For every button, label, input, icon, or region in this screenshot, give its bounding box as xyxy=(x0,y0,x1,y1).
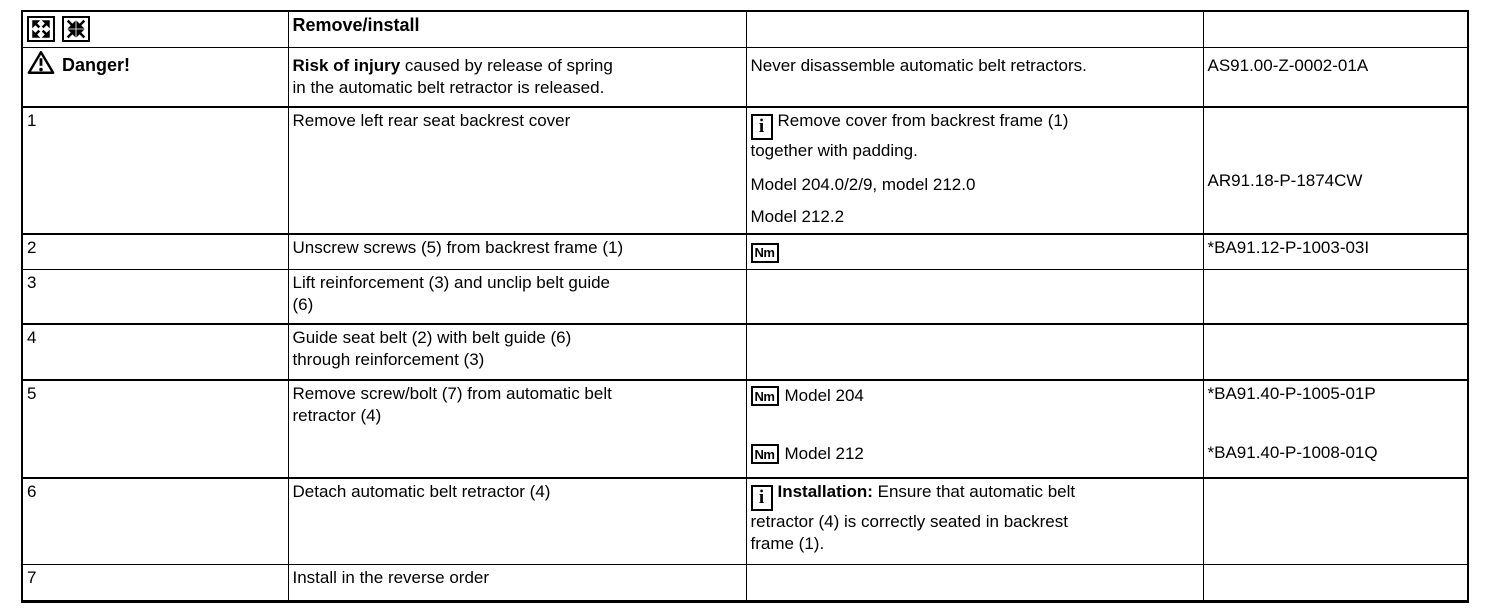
danger-warning-text: caused by release of spring in the autom… xyxy=(292,56,613,97)
header-icons-cell xyxy=(21,10,289,48)
step-ref-cell xyxy=(1202,323,1469,381)
step-number: 7 xyxy=(21,564,289,602)
danger-label-cell: Danger! xyxy=(21,47,289,108)
info-icon[interactable]: i xyxy=(750,113,773,140)
danger-note-cell: Never disassemble automatic belt retract… xyxy=(745,47,1204,108)
step-row-4: 4 Guide seat belt (2) with belt guide (6… xyxy=(21,323,1469,381)
document-ref[interactable]: AS91.00-Z-0002-01A xyxy=(1207,56,1369,75)
step-instruction: Guide seat belt (2) with belt guide (6) … xyxy=(287,323,747,381)
step-row-7: 7 Install in the reverse order xyxy=(21,564,1469,602)
step-ref-cell: AR91.18-P-1874CW xyxy=(1202,106,1469,235)
warning-triangle-icon xyxy=(27,50,55,80)
table-title: Remove/install xyxy=(287,10,747,48)
installation-label: Installation: xyxy=(777,482,873,501)
step-instruction: Remove screw/bolt (7) from automatic bel… xyxy=(287,379,747,479)
header-row: Remove/install xyxy=(21,10,1469,48)
step-instruction: Install in the reverse order xyxy=(287,564,747,602)
step-ref-cell xyxy=(1202,269,1469,325)
model-line: Model 204.0/2/9, model 212.0 xyxy=(750,174,976,194)
procedure-table: Remove/install Danger! Risk of injury ca… xyxy=(21,10,1469,603)
step-number: 4 xyxy=(21,323,289,381)
document-ref[interactable]: AR91.18-P-1874CW xyxy=(1207,171,1363,190)
step-row-1: 1 Remove left rear seat backrest cover i… xyxy=(21,106,1469,235)
info-icon[interactable]: i xyxy=(750,484,773,511)
step-row-2: 2 Unscrew screws (5) from backrest frame… xyxy=(21,233,1469,270)
step-instruction: Lift reinforcement (3) and unclip belt g… xyxy=(287,269,747,325)
danger-warning-cell: Risk of injury caused by release of spri… xyxy=(287,47,747,108)
danger-row: Danger! Risk of injury caused by release… xyxy=(21,47,1469,108)
step-number: 1 xyxy=(21,106,289,235)
header-empty-ref-cell xyxy=(1202,10,1469,48)
step-notes-cell xyxy=(745,269,1204,325)
document-ref[interactable]: *BA91.12-P-1003-03I xyxy=(1207,238,1370,257)
step-ref-cell xyxy=(1202,477,1469,565)
nm-note-entry: Nm Model 212 xyxy=(750,443,1198,465)
collapse-icon[interactable] xyxy=(62,16,90,42)
danger-note: Never disassemble automatic belt retract… xyxy=(750,56,1087,75)
nm-torque-icon[interactable]: Nm xyxy=(750,386,779,406)
step-ref-cell: *BA91.40-P-1005-01P *BA91.40-P-1008-01Q xyxy=(1202,379,1469,479)
step-number: 3 xyxy=(21,269,289,325)
step-number: 5 xyxy=(21,379,289,479)
document-ref[interactable]: *BA91.40-P-1005-01P xyxy=(1207,384,1376,403)
danger-ref-cell: AS91.00-Z-0002-01A xyxy=(1202,47,1469,108)
step-notes-cell xyxy=(745,564,1204,602)
document-ref[interactable]: *BA91.40-P-1008-01Q xyxy=(1207,443,1378,462)
step-instruction: Unscrew screws (5) from backrest frame (… xyxy=(287,233,747,270)
info-note-text: Ensure that automatic belt retractor (4)… xyxy=(750,482,1076,553)
danger-warning-bold: Risk of injury xyxy=(292,56,401,75)
step-row-3: 3 Lift reinforcement (3) and unclip belt… xyxy=(21,269,1469,325)
model-label: Model 212 xyxy=(784,444,864,463)
info-note-text: Remove cover from backrest frame (1) tog… xyxy=(750,111,1069,160)
model-label: Model 204 xyxy=(784,386,864,405)
step-ref-cell: *BA91.12-P-1003-03I xyxy=(1202,233,1469,270)
nm-torque-icon[interactable]: Nm xyxy=(750,444,779,464)
nm-torque-icon[interactable]: Nm xyxy=(750,242,779,263)
danger-label: Danger! xyxy=(62,55,131,75)
model-line: Model 212.2 xyxy=(750,206,845,226)
nm-note-entry: Nm Model 204 xyxy=(750,385,1198,407)
step-notes-cell: Nm xyxy=(745,233,1204,270)
step-instruction: Remove left rear seat backrest cover xyxy=(287,106,747,235)
expand-icon[interactable] xyxy=(27,16,55,42)
header-empty-notes-cell xyxy=(745,10,1204,48)
step-number: 6 xyxy=(21,477,289,565)
step-notes-cell xyxy=(745,323,1204,381)
step-number: 2 xyxy=(21,233,289,270)
step-row-5: 5 Remove screw/bolt (7) from automatic b… xyxy=(21,379,1469,479)
step-instruction: Detach automatic belt retractor (4) xyxy=(287,477,747,565)
step-ref-cell xyxy=(1202,564,1469,602)
